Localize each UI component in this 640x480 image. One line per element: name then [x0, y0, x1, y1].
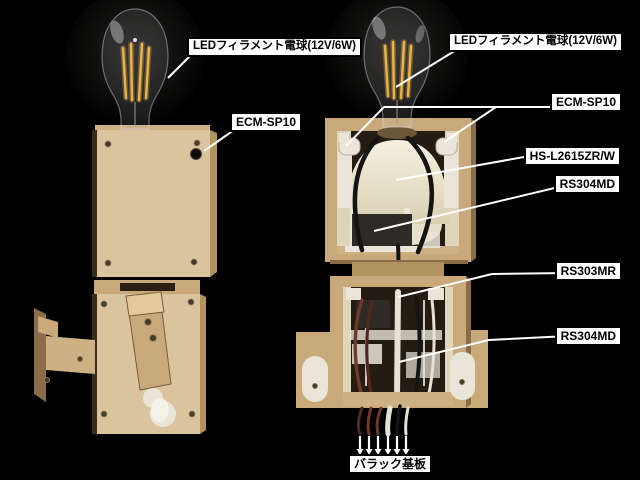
down-arrow-icon	[365, 436, 373, 455]
leader-servo-top	[373, 185, 564, 232]
bulb-glow-right	[325, 0, 469, 126]
leader-led-right	[395, 46, 462, 88]
microphone-button	[190, 148, 202, 160]
leader-lamp-socket	[395, 154, 536, 181]
left-device	[34, 0, 217, 434]
leader-ecm-left	[203, 129, 235, 152]
down-arrow-icon	[384, 436, 392, 455]
left-side-bracket	[34, 308, 95, 402]
leader-servo-mid	[397, 272, 569, 298]
label-servo-mid: RS303MR	[554, 261, 622, 281]
lower-box-mechanics	[350, 289, 442, 403]
right-device	[296, 0, 488, 437]
down-arrow-icon	[402, 436, 410, 455]
exit-wires	[356, 404, 410, 437]
leader-servo-bottom	[398, 335, 569, 363]
label-servo-top: RS304MD	[553, 174, 621, 194]
striker-arm	[125, 291, 176, 427]
filaments	[382, 39, 414, 101]
label-mic-left: ECM-SP10	[230, 112, 303, 132]
bulb-hole	[377, 127, 417, 139]
leader-led-left	[167, 55, 191, 79]
waist-joint	[330, 260, 468, 277]
label-servo-bottom: RS304MD	[554, 326, 622, 346]
leader-ecm-right-branch	[443, 106, 497, 143]
label-led-bulb-right: LEDフィラメント電球(12V/6W)	[448, 32, 623, 52]
filaments	[120, 41, 152, 103]
bulb-glow-left	[65, 0, 205, 128]
leader-ecm-right-trunk	[345, 106, 558, 147]
mallet-hand	[143, 388, 176, 427]
microphone-right	[435, 137, 458, 208]
label-mic-right: ECM-SP10	[549, 92, 622, 112]
right-lower-box	[296, 276, 488, 408]
down-arrow-icon	[374, 436, 382, 455]
leader-lines	[167, 46, 569, 363]
mallet-hand-right	[450, 352, 475, 400]
corner-brackets	[339, 133, 457, 143]
corner-screws	[104, 139, 201, 267]
wire-arrows	[356, 436, 410, 455]
led-bulb-left	[101, 8, 169, 130]
label-breadboard: バラック基板	[348, 454, 433, 474]
led-bulb-right	[363, 6, 431, 128]
down-arrow-icon	[393, 436, 401, 455]
corner-screws	[100, 298, 196, 418]
mallet-hand-left	[302, 356, 328, 402]
right-upper-box	[325, 118, 476, 282]
down-arrow-icon	[356, 436, 364, 455]
label-lamp-socket: HS-L2615ZR/W	[523, 146, 621, 166]
label-led-bulb-left: LEDフィラメント電球(12V/6W)	[187, 37, 362, 57]
left-upper-box	[92, 125, 217, 277]
